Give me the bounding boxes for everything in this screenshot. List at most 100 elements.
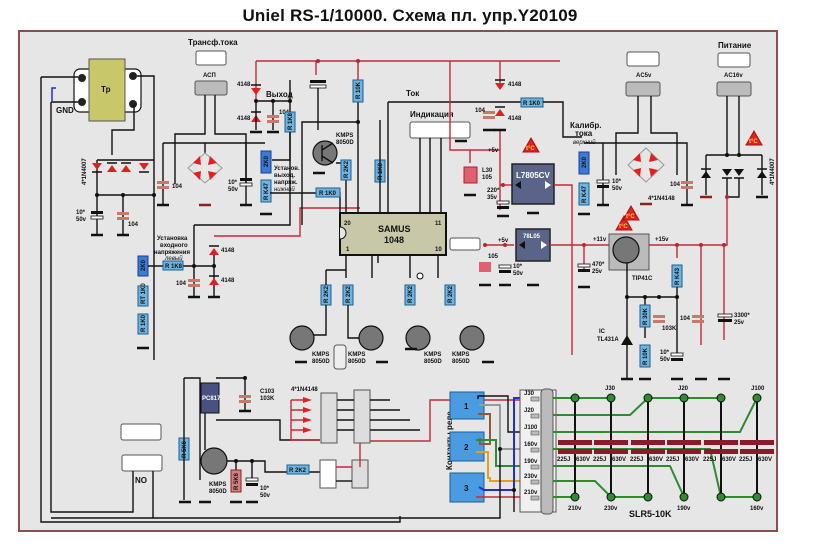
film-capacitor xyxy=(704,449,738,454)
cap-104-label: 104 xyxy=(670,182,681,188)
r-2k2-label: R 2K2 xyxy=(448,285,454,303)
driver-transistors: R 2K2 R 2K2 R 2K2 R 2K2 KMPS 8050D KMPS … xyxy=(289,255,494,370)
diode-4148-label: 4148 xyxy=(237,82,251,88)
wire-inner xyxy=(50,101,134,513)
cap-105-label: 105 xyxy=(488,254,499,260)
r-2k2-label: R 2K2 xyxy=(344,160,350,178)
cap-104-label: 104 xyxy=(128,222,139,228)
diode-4148-label: 4148 xyxy=(237,116,251,122)
cap-10u-label: 10* xyxy=(513,264,523,270)
r-10k-label: R 10K xyxy=(356,81,362,99)
no-label: NO xyxy=(135,476,147,485)
input-voltage-adjust: 2K0 RT 1K0 R 1K0 R 1K8 Установка входног… xyxy=(137,80,360,350)
cap-104-label: 104 xyxy=(172,184,183,190)
film-capacitor xyxy=(594,440,628,445)
film-cap-value: 225J xyxy=(739,457,752,463)
r-k43-label: R K43 xyxy=(675,267,681,285)
thermal-label: t°C xyxy=(749,139,758,145)
cap-50v-label: 50v xyxy=(76,217,87,223)
relay-wire xyxy=(553,397,758,433)
s8050-label: 8050D xyxy=(452,359,470,365)
transistor-kmps-icon xyxy=(459,325,485,351)
tap-voltage-label: 190v xyxy=(677,506,691,512)
r-2k2-label: R 2K2 xyxy=(324,285,330,303)
kmps-label: KMPS xyxy=(348,352,365,358)
calib-label-1: Калибр. xyxy=(570,121,601,130)
tap-voltage-label: 160v xyxy=(750,506,764,512)
pin11-label: 11 xyxy=(435,221,442,227)
cap-104-label: 104 xyxy=(680,316,691,322)
kmps-label: KMPS xyxy=(336,133,353,139)
terminal-pin xyxy=(530,396,540,402)
plus11v-label: +11v xyxy=(593,237,607,243)
jumper-label: J30 xyxy=(605,386,616,392)
film-cap-voltage: 630V xyxy=(649,457,663,463)
cap-c103-label: C103 xyxy=(260,389,275,395)
tap-voltage-label: 230v xyxy=(604,506,618,512)
thermal-warning-icon xyxy=(615,214,633,231)
cap-25v-label: 25v xyxy=(734,320,745,326)
film-capacitor xyxy=(558,449,592,454)
thermal-warning-icon xyxy=(745,129,763,146)
relay-block: Контакты реле 1 2 3 xyxy=(51,388,557,519)
film-capacitor xyxy=(667,440,701,445)
kmps-label: KMPS xyxy=(312,352,329,358)
connector-3pin xyxy=(120,423,162,441)
tap-node-top xyxy=(716,393,726,403)
transistor-kmps-icon xyxy=(405,325,431,351)
terminal-label: J20 xyxy=(524,408,535,414)
tap-node-bottom xyxy=(570,492,580,502)
ac5v-label: AC5v xyxy=(636,73,652,79)
film-capacitor xyxy=(704,440,738,445)
cap-10u-label: 10* xyxy=(228,180,238,186)
s8050-label: 8050D xyxy=(424,359,442,365)
relay-2-label: 2 xyxy=(464,443,469,452)
terminal-label: 210v xyxy=(524,490,538,496)
relay-3-label: 3 xyxy=(464,484,469,493)
output-section: 4148 4148 Выход 104 R 1K8 KMPS 8050D R 1… xyxy=(237,59,560,225)
r-10k-label: R 10K xyxy=(643,347,649,365)
r-1k0-label: R 1K0 xyxy=(523,101,541,107)
set-input-label-3: напряжения xyxy=(154,250,190,256)
connector-no xyxy=(121,454,163,472)
film-capacitor xyxy=(558,440,592,445)
tap-node-bottom xyxy=(679,492,689,502)
set-output-label-4: нижний xyxy=(274,186,295,193)
tap-node-top xyxy=(570,393,580,403)
thermal-label: t°C xyxy=(619,224,628,230)
cap-104-label: 104 xyxy=(475,108,486,114)
tap-node-top xyxy=(606,393,616,403)
cap-35v-label: 35v xyxy=(487,195,498,201)
terminal-pin xyxy=(530,413,540,419)
tl431-icon xyxy=(621,335,633,345)
pin10-label: 10 xyxy=(435,247,442,253)
rectifier-1n4007-left: 4*1N4007 10* 50v 104 xyxy=(76,158,156,360)
plus5v-label-b: +5v xyxy=(498,238,509,244)
regulator-7805-section: 4148 4148 104 R 1K0 +5v L30 105 220* 35v… xyxy=(463,61,582,355)
r-2k2-label: R 2K2 xyxy=(289,468,307,474)
terminal-label: 230v xyxy=(524,474,538,480)
film-cap-value: 225J xyxy=(666,457,679,463)
transformer: Тр xyxy=(73,58,142,122)
terminal-label: 190v xyxy=(524,459,538,465)
terminal-pin xyxy=(530,447,540,453)
cap-220u-label: 220* xyxy=(487,188,500,194)
ic-label: IC xyxy=(599,329,606,335)
transistor-kmps-icon xyxy=(312,140,338,166)
set-input-label-2: входного xyxy=(160,243,188,249)
cap-50v-label: 50v xyxy=(260,493,271,499)
relay-2 xyxy=(449,431,485,462)
cap-10u-label: 10* xyxy=(260,486,270,492)
r-1k0-label: R 1K0 xyxy=(378,162,384,180)
cap-103k-label: 103K xyxy=(260,396,275,402)
film-capacitor xyxy=(667,449,701,454)
r-5k6-label: R 5K6 xyxy=(182,440,188,458)
film-cap-value: 225J xyxy=(630,457,643,463)
thermal-warning-icon xyxy=(522,136,540,153)
cap-104-label: 104 xyxy=(176,281,187,287)
film-cap-voltage: 630V xyxy=(758,457,772,463)
film-cap-voltage: 630V xyxy=(685,457,699,463)
film-cap-voltage: 630V xyxy=(612,457,626,463)
